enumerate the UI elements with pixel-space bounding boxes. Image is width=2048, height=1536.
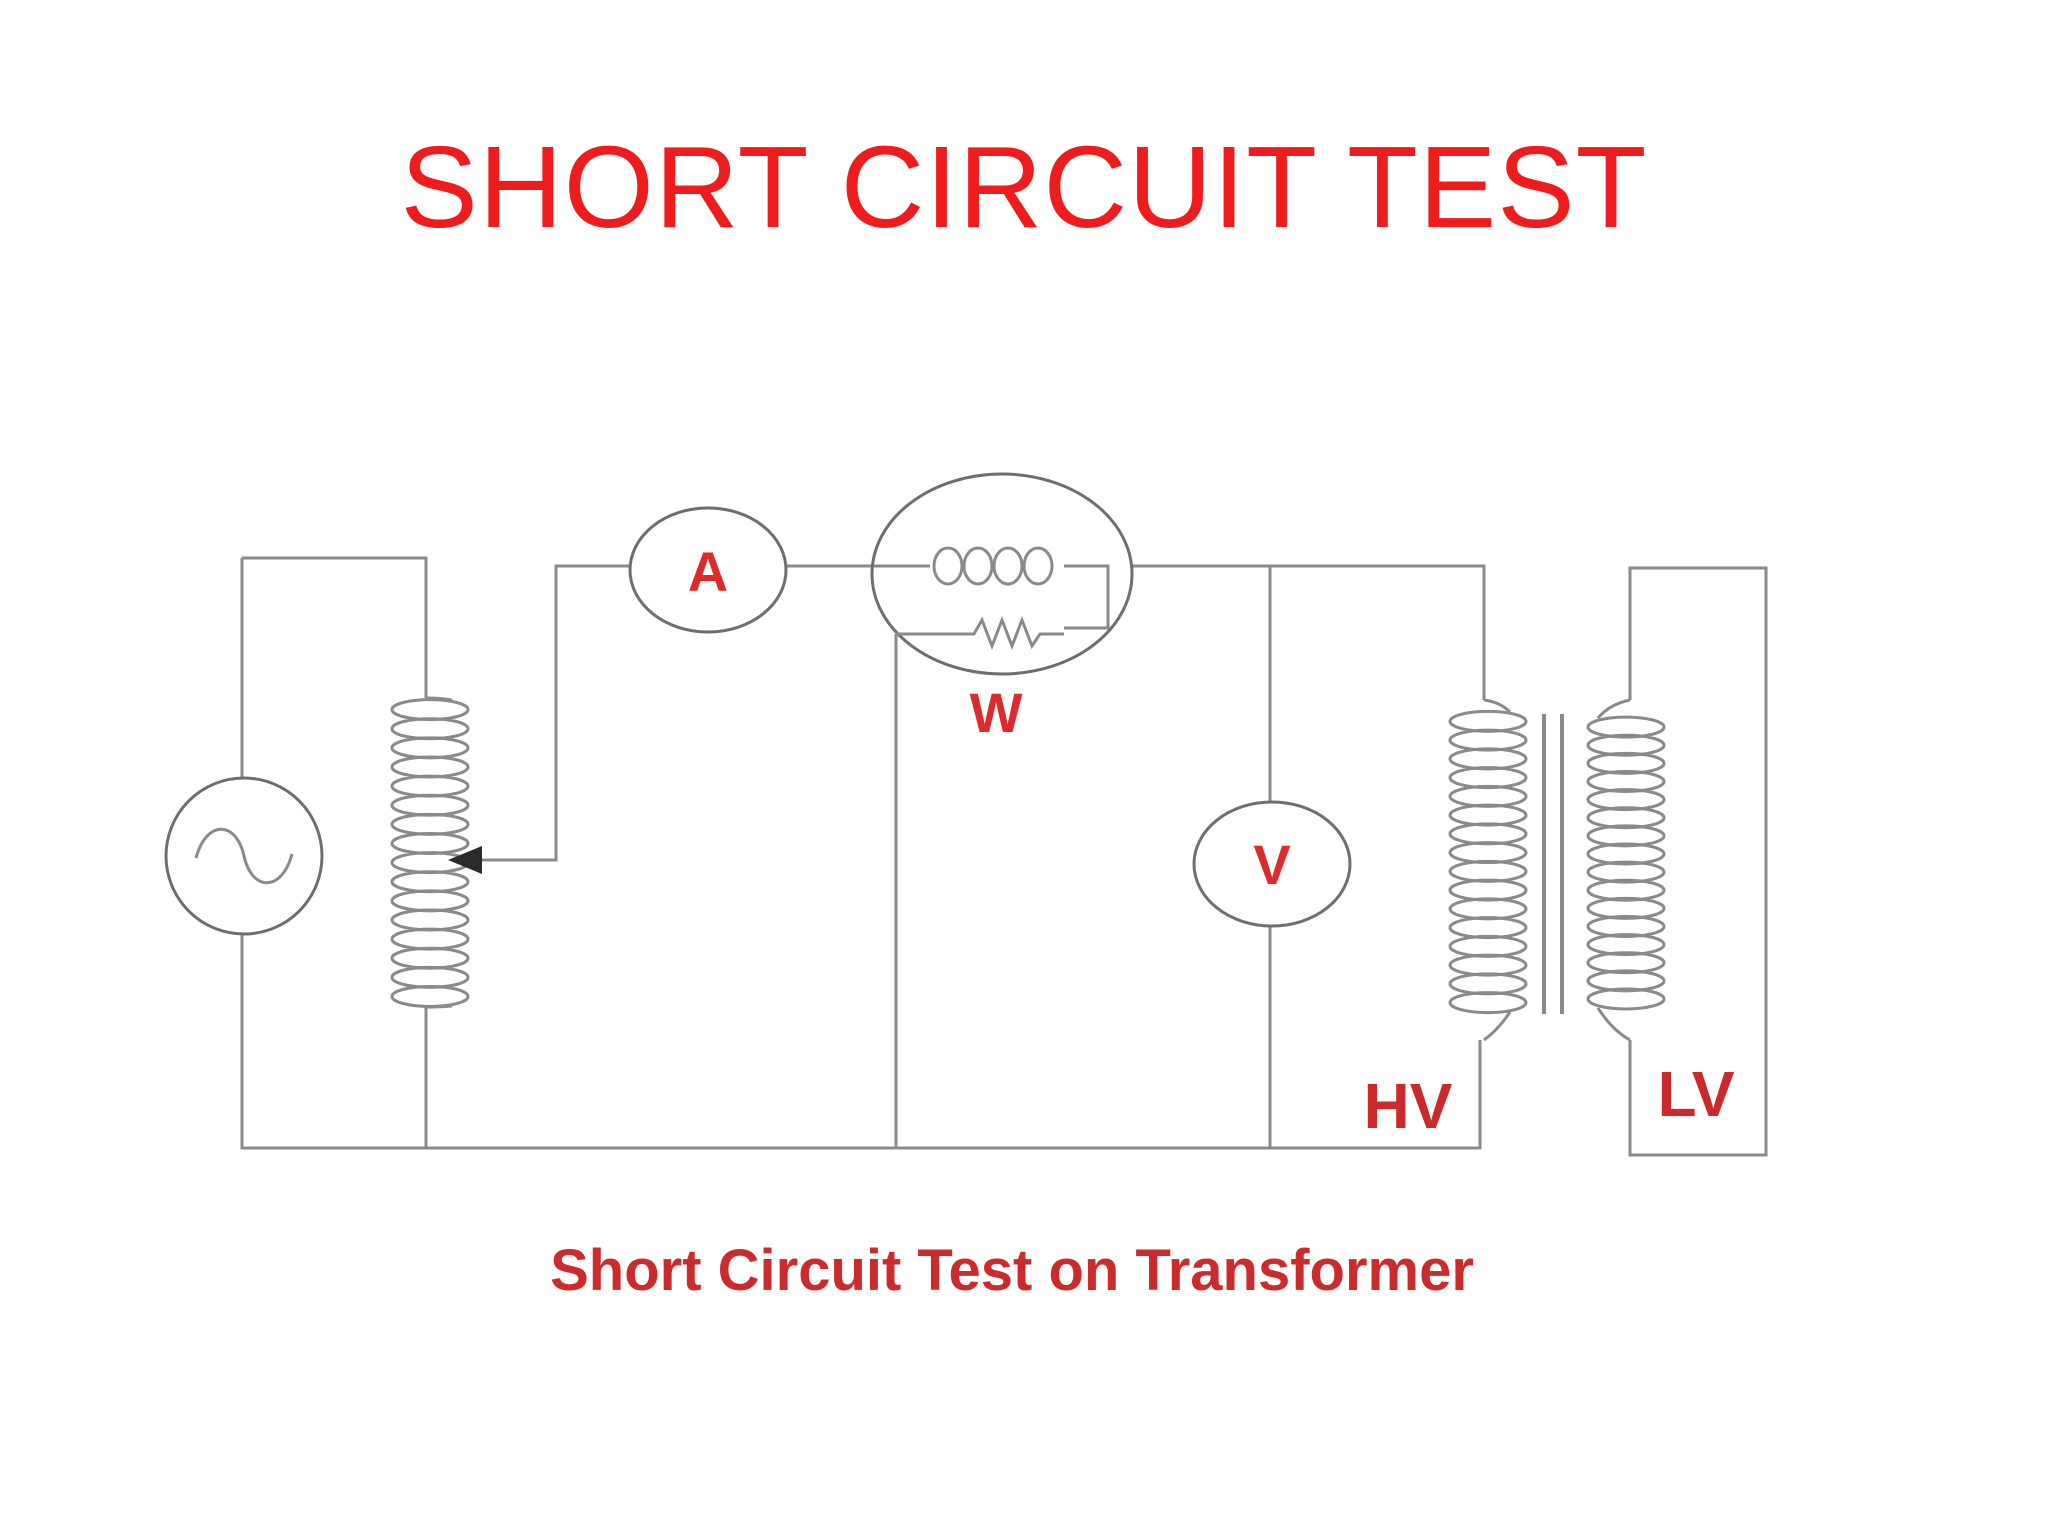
voltmeter-icon: V: [1192, 800, 1352, 928]
wattmeter-icon: W: [870, 472, 1134, 744]
ammeter-icon: A: [628, 506, 788, 634]
ac-source-icon: [164, 776, 324, 936]
diagram-caption: Short Circuit Test on Transformer: [550, 1238, 1474, 1303]
voltmeter-label: V: [1253, 833, 1290, 896]
lv-label: LV: [1657, 1058, 1734, 1130]
autotransformer-icon: [390, 696, 482, 1009]
hv-label: HV: [1364, 1070, 1453, 1142]
ammeter-label: A: [688, 540, 728, 603]
circuit-wires: [240, 556, 1768, 1157]
transformer-icon: [1448, 698, 1666, 1042]
slide-title: SHORT CIRCUIT TEST: [400, 122, 1648, 252]
wattmeter-label: W: [970, 681, 1023, 744]
